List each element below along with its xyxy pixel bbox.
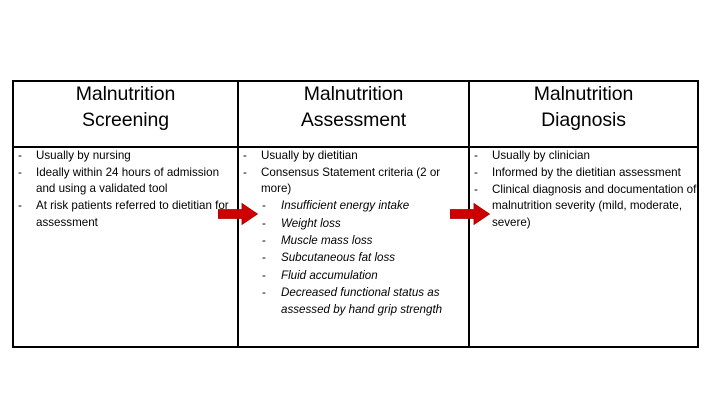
bullet-list-assessment: - Usually by dietitian - Consensus State…	[239, 148, 468, 198]
header-line-1: Malnutrition	[533, 83, 634, 105]
list-item-text: Consensus Statement criteria (2 or more)	[261, 165, 441, 196]
list-item-text: Usually by clinician	[492, 149, 590, 162]
right-arrow-icon	[218, 203, 258, 225]
list-item: - Insufficient energy intake	[259, 198, 468, 215]
list-item-text: Usually by dietitian	[261, 149, 358, 162]
list-item-text: Muscle mass loss	[281, 233, 373, 247]
dash-marker: -	[18, 199, 22, 213]
list-item: - Fluid accumulation	[259, 268, 468, 285]
header-title-diagnosis: Malnutrition Diagnosis	[470, 82, 697, 133]
dash-marker: -	[474, 149, 478, 162]
list-item: - At risk patients referred to dietitian…	[14, 198, 237, 231]
list-item: - Usually by dietitian	[239, 148, 468, 164]
header-cell-assessment: Malnutrition Assessment	[237, 80, 470, 148]
dash-marker: -	[262, 268, 266, 282]
list-item-text: Weight loss	[281, 216, 341, 230]
list-item-text: Subcutaneous fat loss	[281, 251, 396, 265]
header-title-screening: Malnutrition Screening	[14, 82, 237, 133]
list-item-text: Clinical diagnosis and documentation of …	[492, 182, 697, 229]
header-cell-screening: Malnutrition Screening	[12, 80, 239, 148]
dash-marker: -	[18, 149, 22, 162]
list-item: - Muscle mass loss	[259, 233, 468, 250]
dash-marker: -	[243, 149, 247, 162]
list-item: - Consensus Statement criteria (2 or mor…	[239, 165, 468, 198]
list-item-text: Fluid accumulation	[281, 268, 378, 282]
dash-marker: -	[262, 216, 266, 230]
sub-bullet-list-assessment-criteria: - Insufficient energy intake - Weight lo…	[239, 198, 468, 318]
list-item-text: At risk patients referred to dietitian f…	[36, 199, 229, 229]
list-item: - Subcutaneous fat loss	[259, 250, 468, 267]
body-cell-screening: - Usually by nursing - Ideally within 24…	[12, 146, 239, 348]
header-line-1: Malnutrition	[75, 83, 176, 105]
dash-marker: -	[262, 251, 266, 265]
list-item: - Usually by clinician	[470, 148, 697, 164]
dash-marker: -	[474, 182, 478, 196]
list-item: - Weight loss	[259, 216, 468, 233]
list-item-text: Usually by nursing	[36, 149, 131, 162]
dash-marker: -	[18, 165, 22, 179]
table-header-row: Malnutrition Screening Malnutrition Asse…	[12, 80, 699, 148]
header-title-assessment: Malnutrition Assessment	[239, 82, 468, 133]
list-item: - Ideally within 24 hours of admission a…	[14, 165, 237, 198]
list-item-text: Informed by the dietitian assessment	[492, 165, 681, 179]
bullet-list-screening: - Usually by nursing - Ideally within 24…	[14, 148, 237, 231]
body-cell-assessment: - Usually by dietitian - Consensus State…	[237, 146, 470, 348]
dash-marker: -	[474, 165, 478, 179]
header-line-2: Screening	[82, 108, 169, 131]
bullet-list-diagnosis: - Usually by clinician - Informed by the…	[470, 148, 697, 231]
list-item: - Clinical diagnosis and documentation o…	[470, 182, 697, 231]
dash-marker: -	[262, 233, 266, 247]
dash-marker: -	[243, 165, 247, 179]
table-body-row: - Usually by nursing - Ideally within 24…	[12, 146, 699, 348]
body-cell-diagnosis: - Usually by clinician - Informed by the…	[468, 146, 699, 348]
header-line-2: Diagnosis	[541, 108, 626, 131]
dash-marker: -	[262, 285, 266, 299]
malnutrition-pathway-table: Malnutrition Screening Malnutrition Asse…	[12, 80, 699, 348]
dash-marker: -	[262, 199, 266, 213]
header-cell-diagnosis: Malnutrition Diagnosis	[468, 80, 699, 148]
list-item: - Informed by the dietitian assessment	[470, 165, 697, 181]
right-arrow-icon	[450, 203, 490, 225]
list-item: - Usually by nursing	[14, 148, 237, 164]
list-item-text: Insufficient energy intake	[281, 199, 410, 213]
list-item: - Decreased functional status as assesse…	[259, 285, 468, 319]
list-item-text: Decreased functional status as assessed …	[281, 285, 443, 316]
header-line-1: Malnutrition	[303, 83, 404, 105]
list-item-text: Ideally within 24 hours of admission and…	[36, 165, 220, 196]
header-line-2: Assessment	[300, 108, 407, 131]
